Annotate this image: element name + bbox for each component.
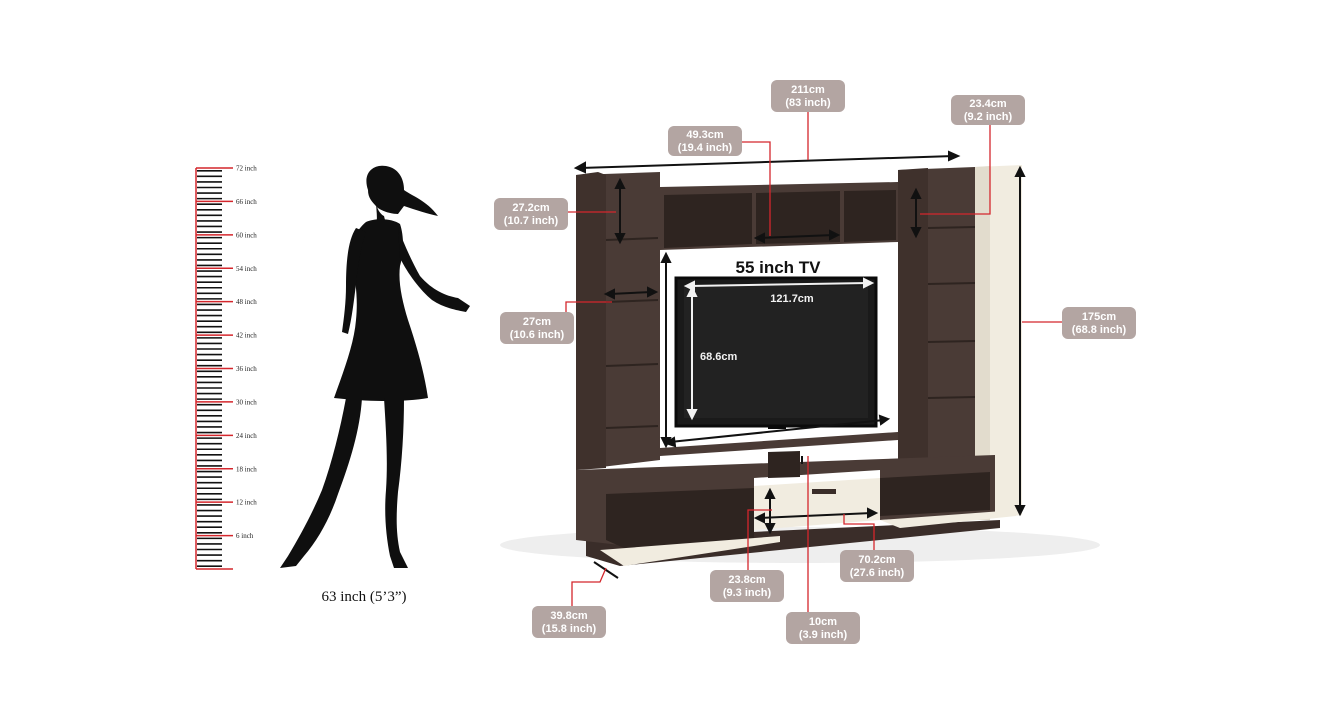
television <box>674 276 878 429</box>
ruler-label: 6 inch <box>236 532 254 540</box>
svg-text:(15.8 inch): (15.8 inch) <box>542 623 597 635</box>
woman-silhouette <box>280 165 470 568</box>
tag-drawer-height: 23.8cm (9.3 inch) <box>710 570 784 602</box>
dimension-arrows <box>573 150 1026 579</box>
tag-drawer-width: 70.2cm (27.6 inch) <box>840 550 914 582</box>
ruler-label: 54 inch <box>236 265 257 273</box>
ruler-label: 18 inch <box>236 465 257 473</box>
svg-text:(9.2 inch): (9.2 inch) <box>964 111 1013 123</box>
ruler-label: 72 inch <box>236 165 257 173</box>
tag-top-shelf-height: 27.2cm (10.7 inch) <box>494 198 568 230</box>
svg-text:(19.4 inch): (19.4 inch) <box>678 142 733 154</box>
svg-text:23.4cm: 23.4cm <box>969 98 1007 110</box>
ruler-label: 42 inch <box>236 332 257 340</box>
svg-text:(9.3 inch): (9.3 inch) <box>723 587 772 599</box>
svg-text:(68.8 inch): (68.8 inch) <box>1072 324 1127 336</box>
svg-text:49.3cm: 49.3cm <box>686 129 724 141</box>
svg-text:(3.9 inch): (3.9 inch) <box>799 629 848 641</box>
tag-overall-width: 211cm (83 inch) <box>771 80 845 112</box>
tv-width-label: 121.7cm <box>770 293 814 305</box>
tag-base-depth: 39.8cm (15.8 inch) <box>532 606 606 638</box>
tag-overall-height: 175cm (68.8 inch) <box>1062 307 1136 339</box>
svg-text:27cm: 27cm <box>523 316 551 328</box>
svg-text:(10.7 inch): (10.7 inch) <box>504 215 559 227</box>
ruler-label: 36 inch <box>236 365 257 373</box>
height-ruler: 72 inch 66 inch 60 inch 54 inch 48 inch 42 in… <box>195 165 257 570</box>
tag-top-compartment-width: 49.3cm (19.4 inch) <box>668 126 742 156</box>
ruler-label: 12 inch <box>236 499 257 507</box>
ruler-label: 30 inch <box>236 398 257 406</box>
svg-text:27.2cm: 27.2cm <box>512 202 550 214</box>
tag-side-depth: 23.4cm (9.2 inch) <box>951 95 1025 125</box>
tag-gap-height: 10cm (3.9 inch) <box>786 612 860 644</box>
person-height-caption: 63 inch (5’3”) <box>322 589 407 605</box>
svg-text:39.8cm: 39.8cm <box>550 610 588 622</box>
tag-shelf-width: 27cm (10.6 inch) <box>500 312 574 344</box>
tv-height-label: 68.6cm <box>700 351 738 363</box>
ruler-label: 60 inch <box>236 231 257 239</box>
tv-height-arrow <box>686 285 698 421</box>
leader-lines <box>565 110 1062 614</box>
ruler-label: 48 inch <box>236 298 257 306</box>
ruler-label: 66 inch <box>236 198 257 206</box>
svg-text:10cm: 10cm <box>809 616 837 628</box>
svg-text:211cm: 211cm <box>791 84 825 96</box>
tv-unit-illustration <box>500 165 1100 566</box>
svg-text:(10.6 inch): (10.6 inch) <box>510 329 565 341</box>
tv-size-caption: 55 inch TV <box>735 258 821 277</box>
svg-text:(83 inch): (83 inch) <box>785 97 831 109</box>
svg-text:23.8cm: 23.8cm <box>728 574 766 586</box>
svg-text:(27.6 inch): (27.6 inch) <box>850 567 905 579</box>
svg-text:70.2cm: 70.2cm <box>858 554 896 566</box>
tv-frame-arrows <box>660 251 891 449</box>
svg-text:175cm: 175cm <box>1082 311 1116 323</box>
ruler-label: 24 inch <box>236 432 257 440</box>
